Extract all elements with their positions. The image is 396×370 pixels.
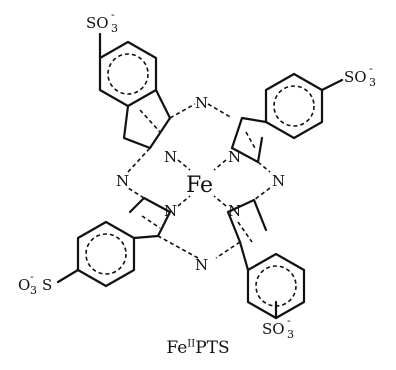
pyrrole-top-left: [122, 88, 172, 150]
meso-nitrogen-left: N: [116, 172, 129, 190]
sulfonate-bottom-right-charge: -: [287, 314, 291, 327]
pyrrole-nitrogen-bottom-left: N: [164, 202, 177, 220]
sulfonate-bottom-right-label: SO: [262, 320, 285, 338]
benzo-ring-top-right: [264, 72, 344, 140]
pyrrole-bottom-right: [226, 198, 268, 272]
sulfonate-top-right-sub: 3: [369, 76, 376, 89]
sulfonate-bottom-left-charge: -: [30, 270, 34, 283]
sulfonate-top-right-label: SO: [344, 68, 367, 86]
sulfonate-bottom-left-sub: 3: [30, 284, 37, 297]
caption-suffix: PTS: [195, 338, 230, 358]
sulfonate-bottom-right: SO 3 -: [262, 314, 294, 341]
fe-coordination-bonds: [177, 159, 227, 207]
meso-nitrogen-right: N: [272, 172, 285, 190]
sulfonate-top-left: SO 3 -: [86, 8, 118, 35]
sulfonate-top-right: SO 3 -: [344, 62, 376, 89]
benzo-ring-bottom-left: [56, 220, 136, 288]
sulfonate-bottom-left: O 3 - S: [18, 270, 52, 297]
pyrrole-nitrogen-top-right: N: [228, 148, 241, 166]
sulfonate-bottom-right-sub: 3: [287, 328, 294, 341]
pyrrole-nitrogen-bottom-right: N: [228, 202, 241, 220]
sulfonate-bottom-left-oxygen: O: [18, 276, 30, 294]
pyrrole-nitrogen-top-left: N: [164, 148, 177, 166]
benzo-ring-top-left: [98, 32, 158, 108]
pyrrole-bottom-left: [128, 196, 172, 240]
iron-atom: Fe: [186, 173, 213, 198]
pyrrole-top-right: [230, 116, 268, 164]
sulfonate-top-right-charge: -: [369, 62, 373, 75]
sulfonate-top-left-label: SO: [86, 14, 109, 32]
caption-prefix: Fe: [166, 338, 188, 358]
benzo-ring-bottom-right: [246, 252, 306, 320]
sulfonate-bottom-left-sulfur: S: [42, 276, 52, 294]
sulfonate-top-left-sub: 3: [111, 22, 118, 35]
meso-nitrogen-top: N: [195, 94, 208, 112]
meso-bridges: [127, 103, 271, 259]
compound-caption: FeIIPTS: [0, 338, 396, 358]
caption-oxidation-state: II: [187, 338, 196, 350]
meso-nitrogen-bottom: N: [195, 256, 208, 274]
sulfonate-top-left-charge: -: [111, 8, 115, 21]
